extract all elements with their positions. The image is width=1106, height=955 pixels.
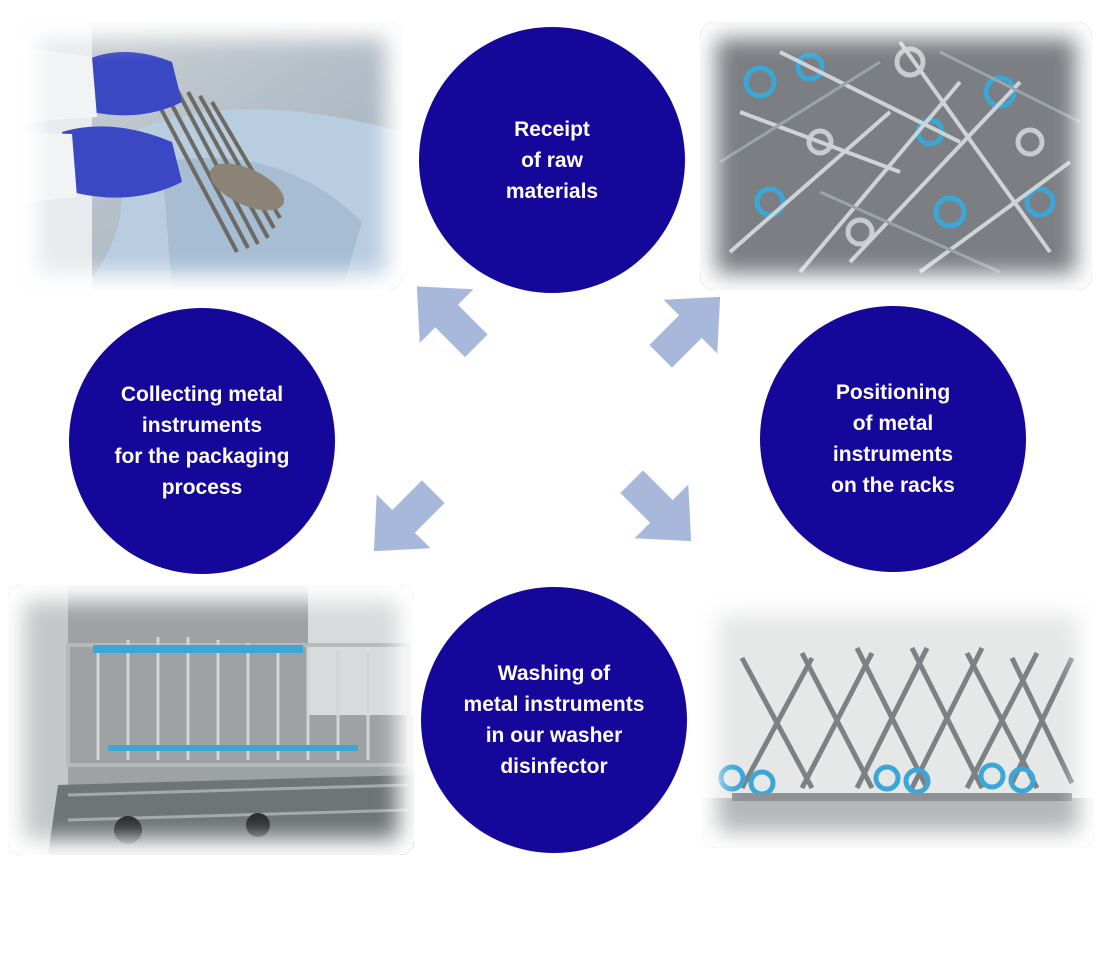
- step-washing-label: Washing of metal instruments in our wash…: [463, 662, 645, 778]
- block-arrow-icon: [620, 470, 692, 542]
- block-arrow-icon: [373, 480, 445, 552]
- step-positioning: Positioning of metal instruments on the …: [760, 306, 1026, 572]
- step-washing: Washing of metal instruments in our wash…: [421, 587, 687, 853]
- block-arrow-shape: [649, 296, 721, 368]
- block-arrow-icon: [416, 286, 488, 358]
- block-arrow-icon: [649, 296, 721, 368]
- block-arrow-shape: [416, 286, 488, 358]
- scissors-pile-photo: [700, 22, 1092, 290]
- instrument-rack-photo: [702, 598, 1094, 848]
- step-receipt: Receipt of raw materials: [419, 27, 685, 293]
- step-receipt-label: Receipt of raw materials: [505, 117, 599, 203]
- washer-rack-photo: [8, 585, 414, 855]
- step-collecting: Collecting metal instruments for the pac…: [69, 308, 335, 574]
- gloved-hands-photo: [22, 22, 402, 290]
- step-positioning-label: Positioning of metal instruments on the …: [831, 381, 955, 497]
- block-arrow-shape: [620, 470, 692, 542]
- block-arrow-shape: [373, 480, 445, 552]
- step-collecting-label: Collecting metal instruments for the pac…: [114, 383, 290, 499]
